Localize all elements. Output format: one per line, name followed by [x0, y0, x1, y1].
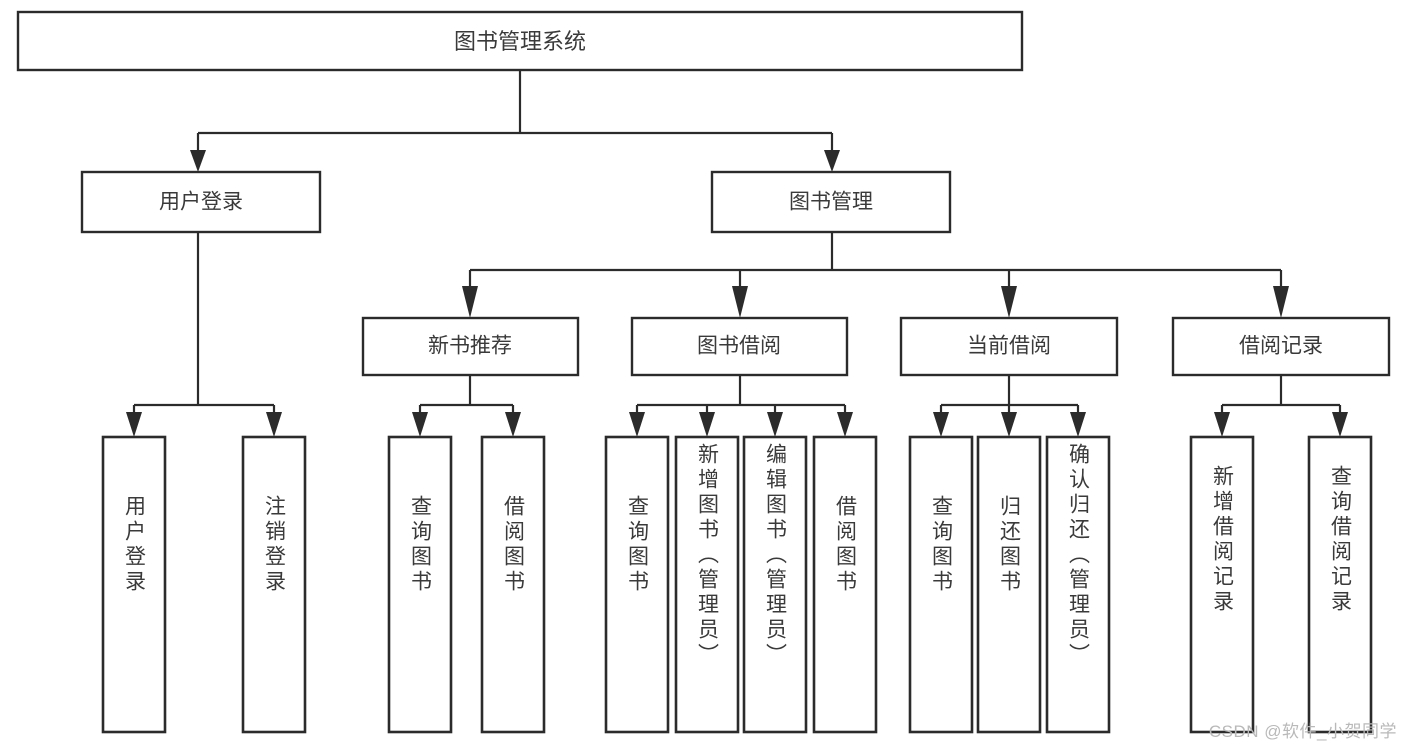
arrow-borrow-records [1273, 286, 1289, 318]
arrow-leaf-logout [266, 412, 282, 437]
leaf-box-query-book-current[interactable] [908, 435, 974, 734]
arrow-user-login [190, 150, 206, 172]
arrow-leaf-query-book-1 [412, 412, 428, 437]
node-book-manage-label: 图书管理 [789, 191, 873, 214]
leaf-box-query-record[interactable] [1307, 435, 1373, 734]
leaf-box-logout[interactable] [241, 435, 307, 734]
node-borrow-records-label: 借阅记录 [1239, 335, 1323, 358]
node-new-book-recommend-label: 新书推荐 [428, 335, 512, 358]
node-book-manage[interactable]: 图书管理 [710, 170, 952, 234]
node-user-login-box[interactable] [80, 170, 322, 234]
node-user-login-label: 用户登录 [159, 191, 243, 214]
leaf-box-add-book[interactable] [674, 435, 740, 734]
arrow-leaf-query-book-2 [629, 412, 645, 437]
leaf-box-user-login[interactable] [101, 435, 167, 734]
node-root-box[interactable] [16, 10, 1024, 72]
arrow-leaf-add-record [1214, 412, 1230, 437]
node-user-login[interactable]: 用户登录 [80, 170, 322, 234]
node-book-borrow-label: 图书借阅 [697, 335, 781, 358]
node-new-book-recommend-box[interactable] [361, 316, 580, 377]
leaf-box-borrow-book[interactable] [812, 435, 878, 734]
arrow-leaf-borrow-book-1 [505, 412, 521, 437]
connector-group [126, 70, 1348, 437]
arrow-leaf-query-record [1332, 412, 1348, 437]
arrow-book-manage [824, 150, 840, 172]
arrow-leaf-return-book [1001, 412, 1017, 437]
leaf-box-add-record[interactable] [1189, 435, 1255, 734]
node-root-label: 图书管理系统 [454, 29, 586, 54]
arrow-leaf-edit-book [767, 412, 783, 437]
leaf-box-return-book[interactable] [976, 435, 1042, 734]
node-current-borrow-label: 当前借阅 [967, 335, 1051, 358]
csdn-watermark: CSDN @软件_小贺同学 [1208, 722, 1397, 741]
leaf-box-query-book-recommend[interactable] [387, 435, 453, 734]
leaf-box-confirm-return[interactable] [1045, 435, 1111, 734]
node-root-system[interactable]: 图书管理系统 [16, 10, 1024, 72]
arrow-book-borrow [732, 286, 748, 318]
node-book-borrow-box[interactable] [630, 316, 849, 377]
node-current-borrow-box[interactable] [899, 316, 1119, 377]
arrow-leaf-confirm-return [1070, 412, 1086, 437]
leaf-box-query-book-borrow[interactable] [604, 435, 670, 734]
leaf-box-borrow-book-recommend[interactable] [480, 435, 546, 734]
arrow-leaf-borrow-book-2 [837, 412, 853, 437]
arrow-new-book [462, 286, 478, 318]
node-current-borrow[interactable]: 当前借阅 [899, 316, 1119, 377]
arrow-leaf-query-book-3 [933, 412, 949, 437]
node-book-manage-box[interactable] [710, 170, 952, 234]
arrow-leaf-user-login [126, 412, 142, 437]
leaf-box-edit-book[interactable] [742, 435, 808, 734]
node-borrow-records[interactable]: 借阅记录 [1171, 316, 1391, 377]
node-book-borrow[interactable]: 图书借阅 [630, 316, 849, 377]
arrow-leaf-add-book [699, 412, 715, 437]
node-borrow-records-box[interactable] [1171, 316, 1391, 377]
arrow-current-borrow [1001, 286, 1017, 318]
node-new-book-recommend[interactable]: 新书推荐 [361, 316, 580, 377]
